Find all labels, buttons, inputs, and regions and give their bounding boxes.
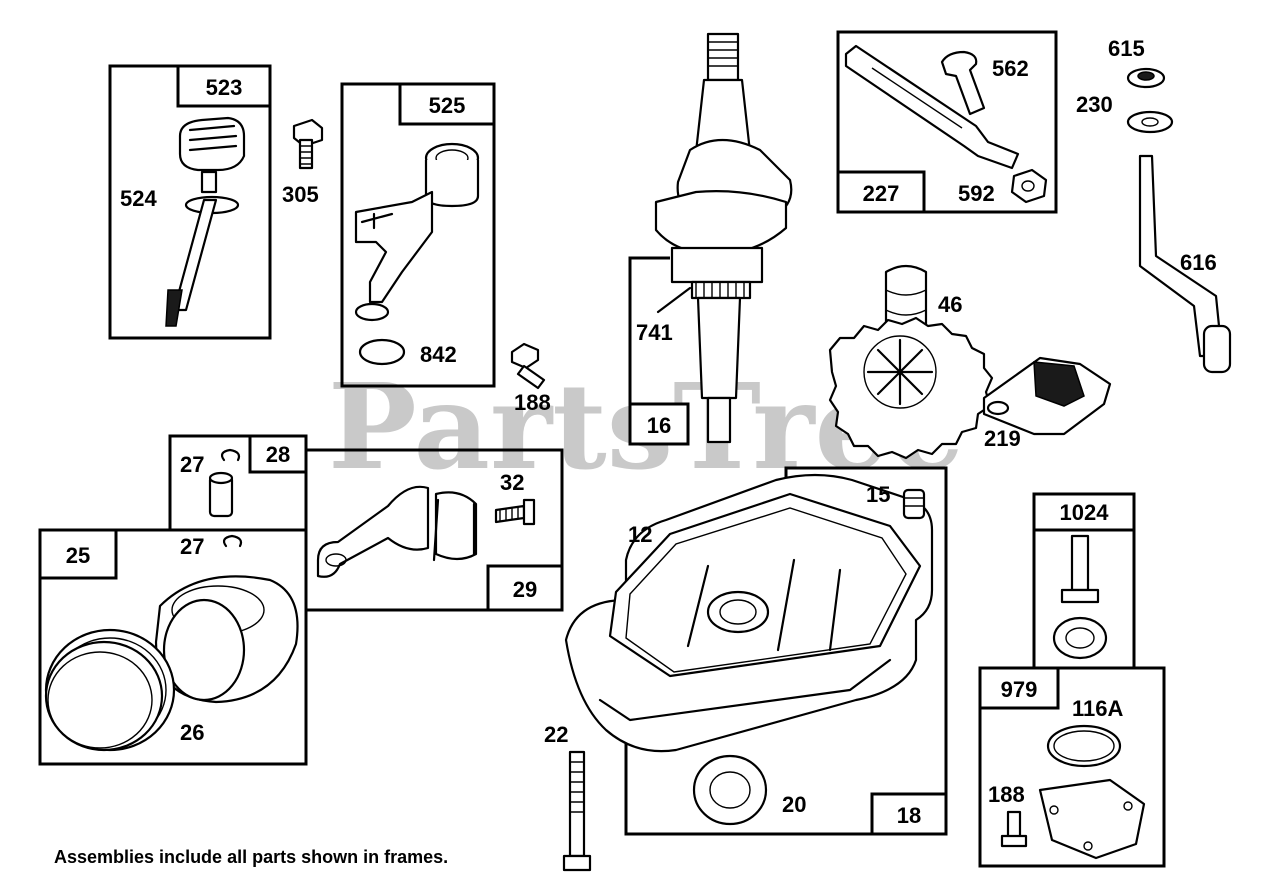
label-27-b: 27	[180, 534, 204, 559]
piston-pin-part	[208, 448, 241, 518]
label-616: 616	[1180, 250, 1217, 275]
label-20: 20	[782, 792, 806, 817]
label-46: 46	[938, 292, 962, 317]
frame-525-tag-box	[398, 82, 496, 126]
crankcase-part	[564, 473, 934, 753]
footer-note: Assemblies include all parts shown in fr…	[54, 847, 448, 867]
frame-25[interactable]: 25	[38, 528, 308, 766]
governor-arm-part	[844, 44, 1048, 204]
frame-25-border	[38, 528, 308, 766]
governor-shaft-part	[1126, 67, 1232, 374]
frame-525[interactable]: 525	[340, 82, 496, 388]
frame-28-tag: 28	[266, 442, 290, 467]
frame-29-tag-box	[486, 564, 564, 612]
label-741: 741	[636, 320, 673, 345]
frame-29-tag: 29	[513, 577, 537, 602]
label-188-b: 188	[988, 782, 1025, 807]
label-188-a: 188	[514, 390, 551, 415]
frame-979-tag-box	[978, 666, 1060, 710]
frame-29[interactable]: 29	[304, 448, 564, 612]
bolt-22-part	[562, 750, 592, 872]
frame-25-tag-box	[38, 528, 118, 580]
governor-part	[982, 356, 1112, 436]
label-219: 219	[984, 426, 1021, 451]
label-32: 32	[500, 470, 524, 495]
dipstick-part	[165, 116, 246, 327]
oring-842	[358, 338, 406, 366]
frame-979-border	[978, 666, 1166, 868]
label-22: 22	[544, 722, 568, 747]
crankshaft-part	[654, 32, 793, 444]
frame-525-tag: 525	[429, 93, 466, 118]
frame-1024-tag: 1024	[1060, 500, 1110, 525]
frame-523-tag: 523	[206, 75, 243, 100]
label-615: 615	[1108, 36, 1145, 61]
seal-20-part	[692, 754, 768, 826]
oil-pump-part	[1052, 534, 1108, 660]
frame-979-tag: 979	[1001, 677, 1038, 702]
frame-28[interactable]: 28	[168, 434, 308, 532]
pump-cover-part	[1000, 724, 1146, 860]
frame-227-border	[836, 30, 1058, 214]
frame-16-tag: 16	[647, 413, 671, 438]
frame-523[interactable]: 523	[108, 64, 272, 340]
label-305: 305	[282, 182, 319, 207]
bolt-188-part	[510, 342, 546, 390]
camshaft-part	[828, 264, 994, 460]
frame-16-border	[628, 256, 670, 444]
label-27-a: 27	[180, 452, 204, 477]
label-116a: 116A	[1072, 696, 1123, 721]
label-592: 592	[958, 181, 995, 206]
frame-227[interactable]: 227	[836, 30, 1058, 214]
connecting-rod-part	[316, 485, 536, 578]
frame-227-tag-box	[836, 170, 926, 214]
frame-523-tag-box	[176, 64, 272, 108]
plug-15-part	[902, 488, 926, 520]
label-842: 842	[420, 342, 457, 367]
label-524: 524	[120, 186, 157, 211]
label-15: 15	[866, 482, 890, 507]
label-230: 230	[1076, 92, 1113, 117]
frame-25-tag: 25	[66, 543, 90, 568]
frame-979[interactable]: 979	[978, 666, 1166, 868]
leader-741	[656, 286, 692, 314]
frame-18-tag: 18	[897, 803, 921, 828]
bolt-305-part	[292, 118, 324, 170]
label-562: 562	[992, 56, 1029, 81]
frame-18[interactable]: 18	[624, 466, 948, 836]
frame-1024-tag-box	[1032, 492, 1136, 532]
frame-227-tag: 227	[863, 181, 900, 206]
frame-18-border	[624, 466, 948, 836]
piston-part	[44, 534, 299, 752]
frame-16-tag-box	[628, 402, 690, 446]
frame-28-tag-box	[248, 434, 308, 474]
label-26: 26	[180, 720, 204, 745]
label-12: 12	[628, 522, 652, 547]
frame-18-tag-box	[870, 792, 948, 836]
frame-16[interactable]: 16	[628, 256, 690, 446]
fill-tube-part	[354, 142, 480, 322]
